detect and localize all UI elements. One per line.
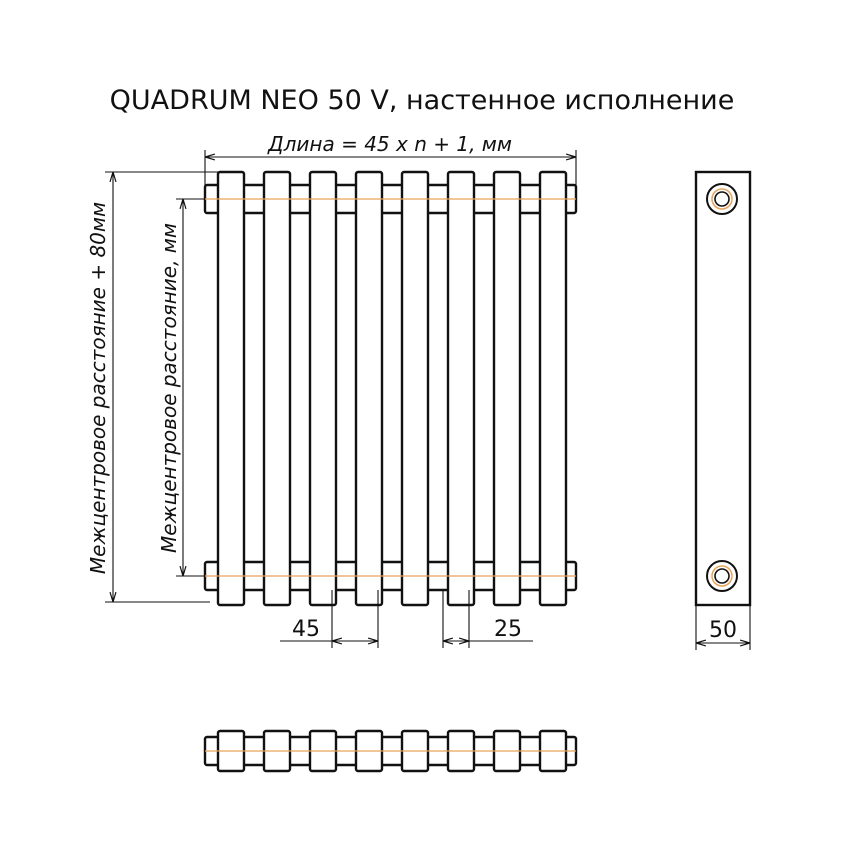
- pitch-label: 45: [292, 617, 320, 642]
- center-distance-dimension: Межцентровое расстояние, мм: [157, 198, 205, 577]
- length-label: Длина = 45 х n + 1, мм: [267, 132, 512, 156]
- radiator-section: [308, 170, 338, 607]
- center-distance-plus-label: Межцентровое расстояние + 80мм: [86, 202, 110, 574]
- radiator-section: [446, 170, 476, 607]
- length-dimension: Длина = 45 х n + 1, мм: [204, 132, 577, 185]
- pitch-dimension: 45: [280, 590, 379, 648]
- radiator-section: [400, 170, 430, 607]
- top-connection-icon: [706, 183, 738, 215]
- top-view: [203, 729, 578, 773]
- center-distance-label: Межцентровое расстояние, мм: [157, 223, 181, 553]
- side-body: [694, 170, 752, 607]
- sections: [216, 170, 568, 607]
- drawing-title: QUADRUM NEO 50 V, настенное исполнение: [110, 85, 735, 116]
- overall-height-dimension: Межцентровое расстояние + 80мм: [86, 171, 225, 603]
- gap-label: 25: [494, 617, 522, 642]
- radiator-section: [262, 170, 292, 607]
- radiator-section: [354, 170, 384, 607]
- bottom-connection-icon: [706, 560, 738, 592]
- gap-dimension: 25: [442, 590, 533, 648]
- depth-label: 50: [709, 618, 737, 643]
- side-view: 50: [694, 170, 752, 650]
- front-view: [203, 170, 578, 607]
- radiator-section: [492, 170, 522, 607]
- radiator-section: [216, 170, 246, 607]
- radiator-section: [538, 170, 568, 607]
